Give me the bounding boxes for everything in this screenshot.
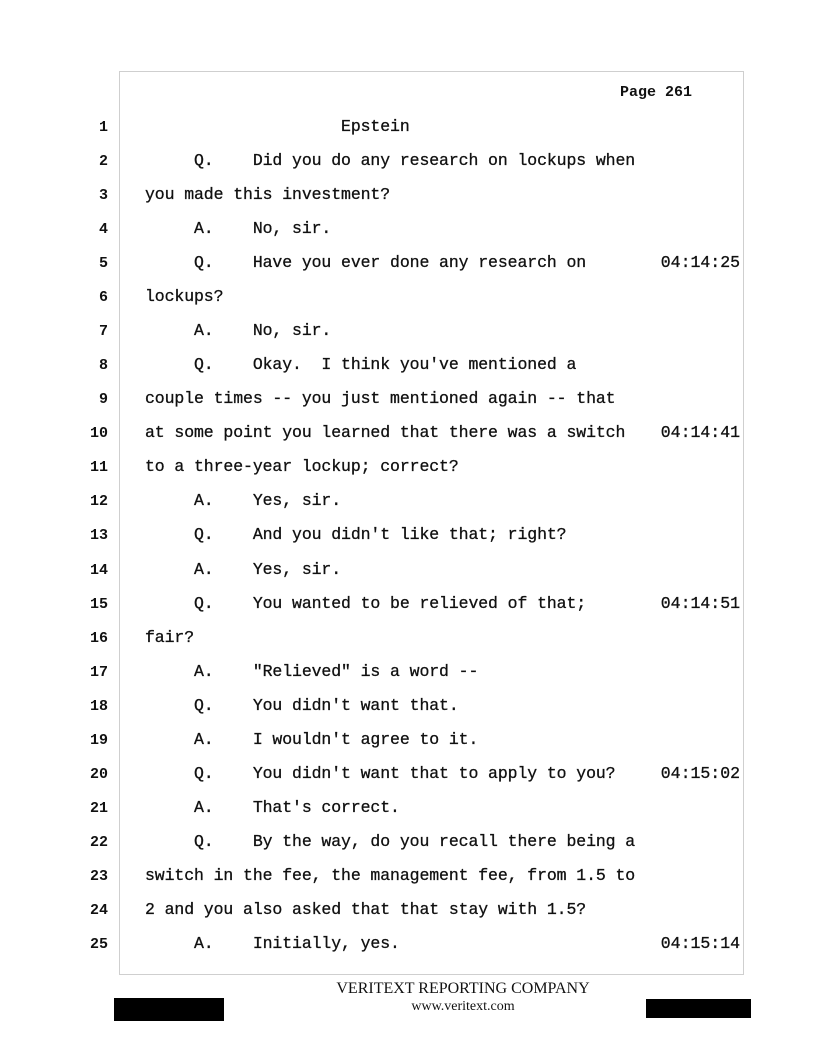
line-number: 23 [89, 867, 108, 885]
line-number: 20 [89, 765, 108, 783]
line-number: 3 [98, 187, 108, 205]
line-number: 1 [98, 119, 108, 136]
timestamp: 04:15:02 [660, 763, 741, 783]
transcript-line: A. Yes, sir. [145, 559, 342, 579]
line-number: 25 [89, 935, 108, 953]
transcript-line: A. No, sir. [145, 321, 332, 341]
transcript-line: A. I wouldn't agree to it. [145, 729, 479, 749]
transcript-line: Q. By the way, do you recall there being… [145, 831, 636, 851]
timestamp: 04:14:25 [660, 253, 741, 273]
line-number: 5 [98, 255, 108, 273]
redaction-box-left [114, 998, 224, 1021]
transcript-line: Q. You didn't want that. [145, 695, 459, 715]
transcript-line: Q. And you didn't like that; right? [145, 525, 567, 545]
footer-url: www.veritext.com [411, 999, 515, 1014]
transcript-line: you made this investment? [145, 185, 391, 205]
transcript-line: A. No, sir. [145, 219, 332, 239]
transcript-line: couple times -- you just mentioned again… [145, 389, 616, 409]
transcript-line: fair? [145, 627, 195, 647]
line-number: 22 [89, 833, 108, 851]
line-number: 4 [98, 221, 108, 239]
line-number: 16 [89, 629, 108, 647]
line-number: 24 [89, 901, 108, 919]
transcript-line: Q. You didn't want that to apply to you? [145, 763, 616, 783]
transcript-line: Q. Did you do any research on lockups wh… [145, 151, 636, 171]
transcript-line: A. "Relieved" is a word -- [145, 661, 479, 681]
line-number: 17 [89, 663, 108, 681]
line-number: 15 [89, 595, 108, 613]
transcript-line: at some point you learned that there was… [145, 423, 626, 443]
line-number: 7 [98, 323, 108, 341]
transcript-line: switch in the fee, the management fee, f… [145, 865, 636, 885]
redaction-box-right [646, 999, 751, 1018]
transcript-line: 2 and you also asked that that stay with… [145, 899, 587, 919]
line-number: 14 [89, 561, 108, 579]
line-number: 10 [89, 425, 108, 443]
timestamp: 04:15:14 [660, 933, 741, 953]
page-number: Page 261 [620, 84, 693, 101]
line-number: 6 [98, 289, 108, 307]
line-number: 13 [89, 527, 108, 545]
transcript-line: Q. Have you ever done any research on [145, 253, 587, 273]
transcript-line: Epstein [145, 117, 410, 136]
transcript-line: A. Yes, sir. [145, 491, 342, 511]
transcript-line: lockups? [145, 287, 224, 307]
line-number: 11 [89, 459, 108, 477]
transcript-line: A. That's correct. [145, 797, 400, 817]
line-number: 12 [89, 493, 108, 511]
footer-company: VERITEXT REPORTING COMPANY [336, 980, 590, 997]
line-number: 2 [98, 153, 108, 171]
line-number: 8 [98, 357, 108, 375]
transcript-line: to a three-year lockup; correct? [145, 457, 459, 477]
line-number: 21 [89, 799, 108, 817]
transcript-line: Q. You wanted to be relieved of that; [145, 593, 587, 613]
line-number: 18 [89, 697, 108, 715]
line-number: 9 [98, 391, 108, 409]
line-number: 19 [89, 731, 108, 749]
timestamp: 04:14:51 [660, 593, 741, 613]
transcript-frame [119, 71, 744, 975]
transcript-line: A. Initially, yes. [145, 933, 400, 953]
timestamp: 04:14:41 [660, 423, 741, 443]
transcript-line: Q. Okay. I think you've mentioned a [145, 355, 577, 375]
